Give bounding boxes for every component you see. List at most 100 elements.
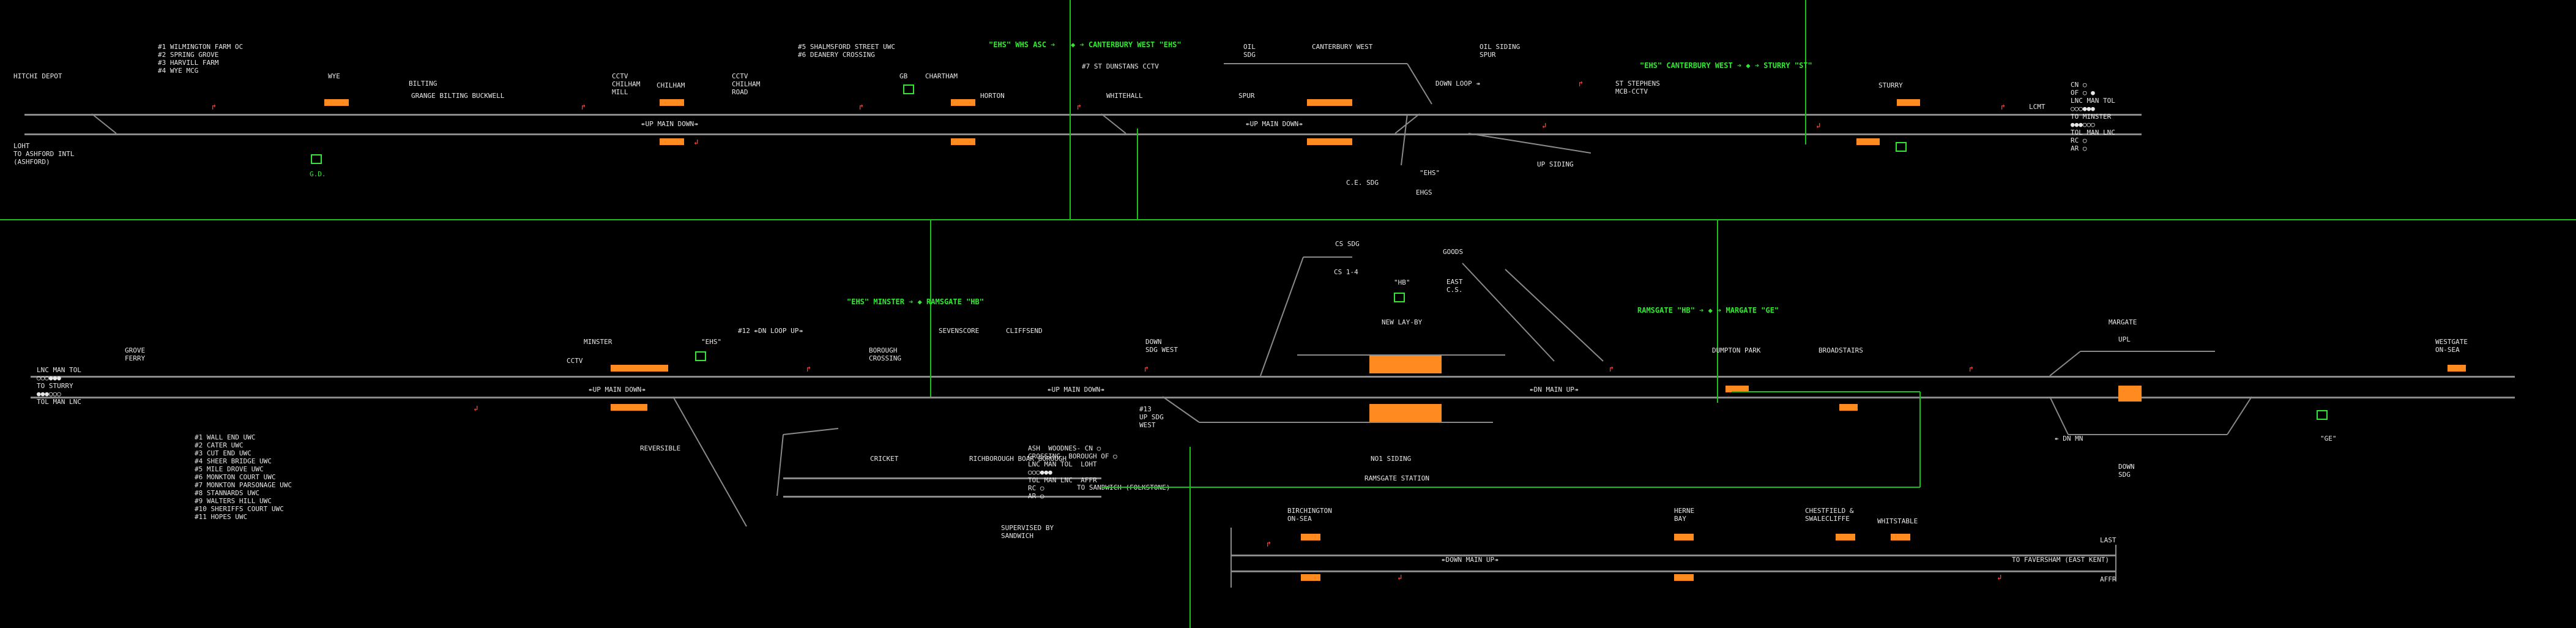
route-label[interactable]: "EHS" MINSTER ➔ ◆ RAMSGATE "HB" [847,297,984,306]
track-occupied [1674,534,1694,540]
station-label: DUMPTON PARK [1712,346,1761,354]
ground-frame-indicator[interactable] [1896,142,1907,152]
panel-divider [0,219,2576,220]
station-label: BROADSTAIRS [1818,346,1863,354]
route-boundary [930,219,931,397]
track-occupied [1856,138,1880,145]
station-label: CHARTHAM [925,72,958,80]
ground-frame-indicator[interactable] [1394,293,1405,302]
signal[interactable]: ↲ [1542,121,1547,130]
top-up-line [24,114,2142,116]
station-label: NO1 SIDING [1371,455,1412,463]
station-label: EHGS [1416,189,1432,196]
station-label: ASH WOODNES- CN ○ CROSSING BOROUGH OF ○ … [1028,444,1117,500]
notes-block: #1 WALL END UWC #2 CATER UWC #3 CUT END … [195,433,292,521]
route-boundary [1137,129,1138,219]
signal[interactable]: ↱ [806,365,811,373]
station-label: HITCHI DEPOT [13,72,62,80]
track-occupied [1301,534,1320,540]
signal[interactable]: ↱ [859,103,864,111]
signal[interactable]: ↱ [581,103,586,111]
track-occupied [1897,99,1920,106]
station-label: CLIFFSEND [1006,327,1043,335]
ground-frame-indicator[interactable] [311,154,322,164]
station-label: OIL SDG [1243,43,1256,59]
station-label: BOROUGH CROSSING [869,346,901,362]
signal[interactable]: ↱ [1609,365,1614,373]
signal[interactable]: ↱ [1077,103,1082,111]
station-label: AFFR [2100,575,2116,583]
station-label: CRICKET [870,455,899,463]
station-label: STURRY [1878,81,1903,89]
station-label: CS SDG [1335,240,1360,248]
route-label[interactable]: "EHS" WHS ASC ➔ [989,40,1055,49]
station-label: BIRCHINGTON ON-SEA [1287,507,1332,523]
signal[interactable]: ↱ [212,103,217,111]
signal[interactable]: ↲ [1997,573,2002,581]
station-label: GB [899,72,908,80]
station-label: EAST C.S. [1446,278,1463,294]
ground-frame-indicator[interactable] [903,84,914,94]
track-occupied [1307,138,1352,145]
signal[interactable]: ↲ [474,404,478,413]
route-label[interactable]: "EHS" CANTERBURY WEST ➔ ◆ ➔ STURRY "ST" [1640,61,1812,70]
signal[interactable]: ↲ [694,138,699,146]
track-occupied [1369,355,1442,373]
station-label: SPUR [1238,92,1255,100]
ground-frame-indicator[interactable] [2317,410,2328,420]
notes-block: #1 WILMINGTON FARM OC #2 SPRING GROVE #3… [158,43,244,75]
line-label: ↞DN MAIN UP↠ [1530,386,1579,394]
station-label: ST STEPHENS MCB-CCTV [1615,80,1660,95]
line-label: ↞UP MAIN DOWN↠ [1246,120,1303,128]
station-label: CCTV [567,357,583,365]
signal[interactable]: ↱ [1144,365,1149,373]
route-boundary [1070,0,1071,219]
station-label: MARGATE [2109,318,2137,326]
track-occupied [660,138,684,145]
station-label: CN ○ OF ○ ● LNC MAN TOL ○○○●●● TO MINSTE… [2071,81,2115,152]
station-label: C.E. SDG [1346,179,1379,187]
ground-frame-indicator[interactable] [695,351,706,361]
line-label: ↞UP MAIN DOWN↠ [589,386,646,394]
track-occupied [611,365,668,372]
station-label: WYE [328,72,340,80]
indicator-label: G.D. [310,170,326,178]
route-label[interactable]: ◆ ➔ CANTERBURY WEST "EHS" [1071,40,1182,49]
signal[interactable]: ↱ [2001,103,2006,111]
track-occupied [1307,99,1352,106]
top-down-line [24,133,2142,135]
signal[interactable]: ↲ [1816,121,1821,130]
route-boundary [1189,447,1191,628]
notes-block: #5 SHALMSFORD STREET UWC #6 DEANERY CROS… [798,43,895,59]
line-label: DOWN LOOP ↠ [1435,80,1480,88]
station-label: RICHBOROUGH BOAR BOROUGH [969,455,1067,463]
route-label[interactable]: RAMSGATE "HB" ➔ ◆ ➔ MARGATE "GE" [1637,306,1779,315]
station-label: "HB" [1394,278,1410,286]
station-label: LOHT TO ASHFORD INTL (ASHFORD) [13,142,75,166]
line-label: UPL [2118,335,2131,343]
station-label: OIL SIDING SPUR [1480,43,1521,59]
line-label: ↞ DN MN [2055,435,2083,443]
sandwich-line [783,496,1101,498]
track-occupied [1674,574,1694,581]
signal[interactable]: ↱ [1969,365,1974,373]
station-label: GRANGE BILTING BUCKWELL [411,92,505,100]
station-label: HERNE BAY [1674,507,1695,523]
track-occupied [324,99,349,106]
station-label: SUPERVISED BY SANDWICH [1001,524,1054,540]
station-label: NEW LAY-BY [1382,318,1423,326]
station-label: LNC MAN TOL ○○○●●● TO STURRY ●●●○○○ TOL … [37,366,81,406]
track-occupied [1725,386,1749,392]
signal[interactable]: ↱ [1579,80,1584,88]
signal[interactable]: ↱ [1267,540,1271,548]
station-label: HORTON [980,92,1005,100]
coast-line [1231,570,2116,572]
station-label: UP SIDING [1537,160,1574,168]
station-label: SEVENSCORE [939,327,980,335]
track-occupied [611,404,647,411]
station-label: DOWN SDG [2118,463,2135,479]
line-label: #12 ↞DN LOOP UP↠ [738,327,803,335]
signal[interactable]: ↲ [1398,573,1402,581]
track-occupied [1836,534,1855,540]
